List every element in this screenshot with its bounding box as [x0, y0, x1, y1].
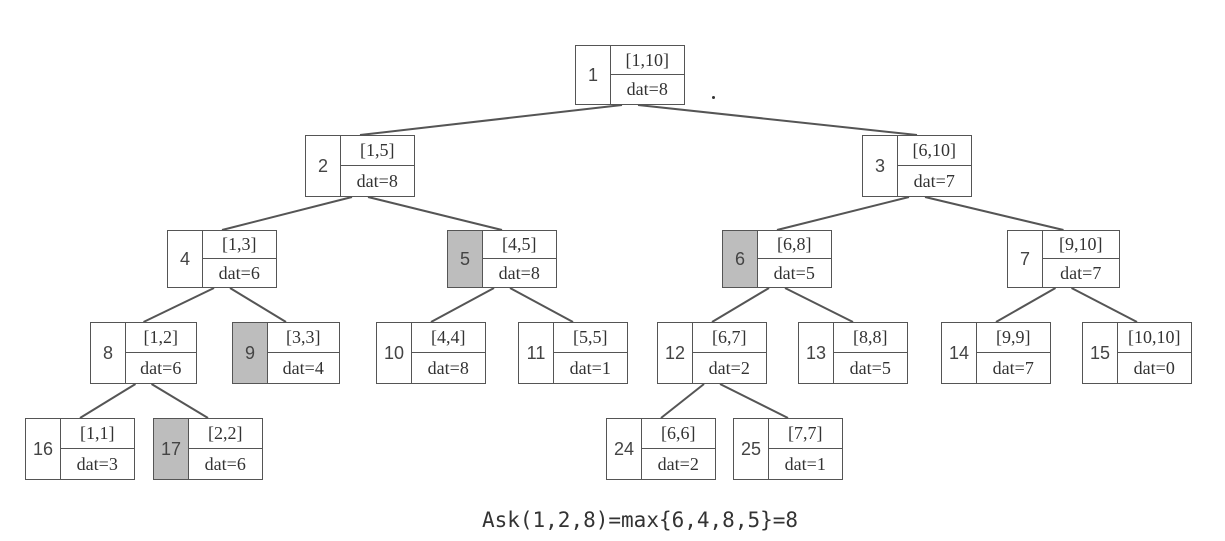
tree-edge-7-14	[995, 287, 1056, 323]
node-index: 11	[519, 323, 554, 383]
tree-node-1: 1[1,10] dat=8	[575, 45, 685, 105]
node-dat: dat=2	[708, 357, 750, 378]
node-range: [4,4]	[411, 323, 485, 353]
tree-node-10: 10[4,4] dat=8	[376, 322, 486, 384]
tree-edge-4-9	[229, 287, 287, 323]
tree-edge-12-25	[719, 383, 789, 419]
node-index: 7	[1008, 231, 1043, 287]
node-index: 25	[734, 419, 769, 479]
node-dat: dat=8	[498, 262, 540, 283]
tree-node-8: 8[1,2] dat=6	[90, 322, 197, 384]
node-range: [9,9]	[976, 323, 1050, 353]
tree-edge-5-11	[509, 287, 574, 323]
node-index: 8	[91, 323, 126, 383]
tree-edge-7-15	[1071, 287, 1138, 323]
node-dat: dat=2	[657, 453, 699, 474]
node-range: [1,1]	[60, 419, 134, 449]
tree-edge-2-5	[367, 196, 503, 231]
node-range: [1,2]	[125, 323, 196, 353]
tree-node-12: 12[6,7] dat=2	[657, 322, 767, 384]
tree-node-14: 14[9,9] dat=7	[941, 322, 1051, 384]
tree-node-3: 3[6,10] dat=7	[862, 135, 972, 197]
query-formula: Ask(1,2,8)=max{6,4,8,5}=8	[481, 508, 799, 532]
node-index: 14	[942, 323, 977, 383]
node-range: [3,3]	[267, 323, 339, 353]
tree-edge-8-17	[150, 383, 209, 419]
tree-node-11: 11[5,5] dat=1	[518, 322, 628, 384]
node-index: 2	[306, 136, 341, 196]
tree-edge-1-3	[637, 104, 918, 136]
node-dat: dat=6	[140, 357, 182, 378]
tree-edge-3-6	[776, 196, 910, 231]
tree-node-15: 15[10,10] dat=0	[1082, 322, 1192, 384]
tree-node-5: 5[4,5] dat=8	[447, 230, 557, 288]
tree-node-16: 16[1,1] dat=3	[25, 418, 135, 480]
node-index: 15	[1083, 323, 1118, 383]
node-index: 12	[658, 323, 693, 383]
node-dat: dat=6	[218, 262, 260, 283]
node-range: [7,7]	[768, 419, 842, 449]
tree-edge-1-2	[359, 104, 623, 136]
node-range: [5,5]	[553, 323, 627, 353]
node-dat: dat=6	[204, 453, 246, 474]
stray-dot	[712, 96, 715, 99]
node-index: 10	[377, 323, 412, 383]
tree-edge-5-10	[430, 287, 495, 323]
node-index: 9	[233, 323, 268, 383]
node-index: 4	[168, 231, 203, 287]
tree-node-2: 2[1,5] dat=8	[305, 135, 415, 197]
node-dat: dat=7	[913, 170, 955, 191]
node-index: 5	[448, 231, 483, 287]
tree-node-13: 13[8,8] dat=5	[798, 322, 908, 384]
node-range: [6,6]	[641, 419, 715, 449]
node-index: 17	[154, 419, 189, 479]
node-dat: dat=7	[992, 357, 1034, 378]
node-range: [10,10]	[1117, 323, 1191, 353]
node-dat: dat=1	[784, 453, 826, 474]
node-index: 13	[799, 323, 834, 383]
node-dat: dat=0	[1133, 357, 1175, 378]
tree-node-25: 25[7,7] dat=1	[733, 418, 843, 480]
node-index: 1	[576, 46, 611, 104]
node-range: [4,5]	[482, 231, 556, 259]
node-dat: dat=3	[76, 453, 118, 474]
tree-node-9: 9[3,3] dat=4	[232, 322, 340, 384]
tree-node-24: 24[6,6] dat=2	[606, 418, 716, 480]
node-range: [2,2]	[188, 419, 262, 449]
node-range: [6,8]	[757, 231, 831, 259]
tree-node-4: 4[1,3] dat=6	[167, 230, 277, 288]
node-range: [1,10]	[610, 46, 684, 75]
node-range: [6,10]	[897, 136, 971, 166]
tree-edge-6-12	[711, 287, 770, 323]
node-range: [6,7]	[692, 323, 766, 353]
node-dat: dat=5	[849, 357, 891, 378]
node-range: [8,8]	[833, 323, 907, 353]
node-dat: dat=7	[1060, 262, 1102, 283]
tree-edge-8-16	[79, 383, 137, 419]
tree-node-7: 7[9,10] dat=7	[1007, 230, 1120, 288]
tree-node-6: 6[6,8] dat=5	[722, 230, 832, 288]
node-range: [1,3]	[202, 231, 276, 259]
node-dat: dat=8	[356, 170, 398, 191]
node-dat: dat=8	[427, 357, 469, 378]
node-range: [1,5]	[340, 136, 414, 166]
tree-edge-2-4	[221, 196, 353, 231]
node-dat: dat=4	[282, 357, 324, 378]
node-index: 16	[26, 419, 61, 479]
node-index: 24	[607, 419, 642, 479]
tree-node-17: 17[2,2] dat=6	[153, 418, 263, 480]
node-index: 6	[723, 231, 758, 287]
node-dat: dat=5	[773, 262, 815, 283]
tree-edge-3-7	[924, 196, 1064, 231]
node-range: [9,10]	[1042, 231, 1119, 259]
tree-edge-6-13	[784, 287, 854, 323]
node-dat: dat=1	[569, 357, 611, 378]
node-index: 3	[863, 136, 898, 196]
node-dat: dat=8	[626, 79, 668, 99]
tree-edge-12-24	[660, 383, 705, 419]
tree-edge-4-8	[143, 287, 215, 323]
